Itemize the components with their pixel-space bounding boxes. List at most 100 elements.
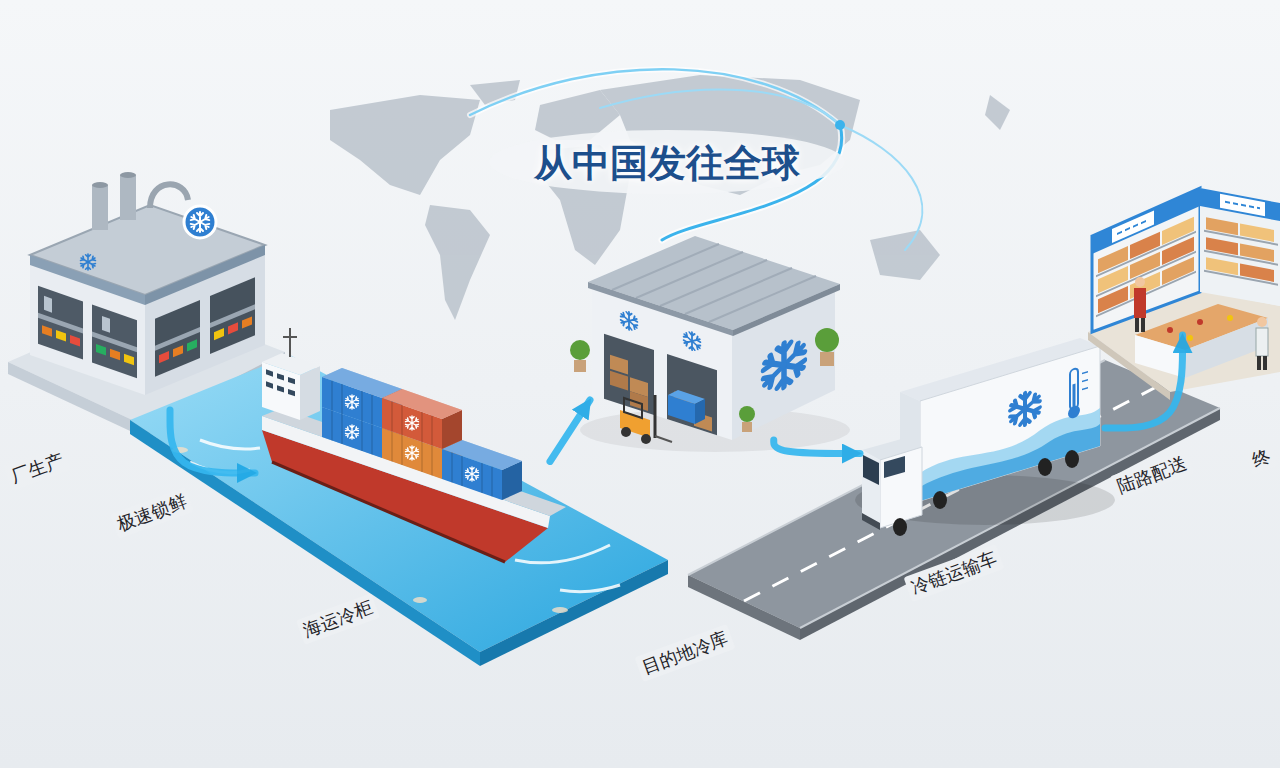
- cold-warehouse: [570, 236, 850, 452]
- retail-store: [1141, 318, 1145, 332]
- factory: [30, 255, 145, 381]
- factory: [190, 212, 210, 232]
- cold-warehouse: [570, 340, 590, 360]
- factory: [210, 304, 255, 328]
- reefer-truck: [1009, 388, 1042, 430]
- cargo-ship: [300, 366, 320, 420]
- factory: [187, 339, 197, 351]
- cold-warehouse: [621, 427, 631, 437]
- cold-warehouse: [620, 309, 638, 333]
- retail-store: [1135, 277, 1145, 287]
- reefer-truck: [863, 455, 879, 485]
- factory: [96, 344, 106, 355]
- cargo-ship: [266, 381, 273, 388]
- cold-warehouse: [683, 329, 701, 353]
- reefer-truck: [1065, 450, 1079, 468]
- cold-warehouse: [620, 410, 650, 438]
- route-arcs: [835, 120, 845, 130]
- reefer-truck: [1038, 458, 1052, 476]
- factory: [214, 328, 224, 340]
- cargo-ship: [289, 328, 291, 357]
- cargo-ship: [288, 389, 295, 396]
- retail-store: [1088, 188, 1280, 400]
- route-arcs: [470, 69, 840, 125]
- reefer-truck: [920, 361, 1100, 501]
- retail-store: [1257, 356, 1261, 370]
- cargo-ship: [266, 369, 295, 396]
- retail-store: [1227, 315, 1233, 321]
- cold-warehouse: [588, 236, 840, 330]
- factory: [42, 325, 52, 336]
- factory: [120, 172, 136, 178]
- retail-store: [1167, 327, 1173, 333]
- retail-store: [1092, 188, 1200, 332]
- stage-node: 厂生产极速锁鲜: [20, 180, 270, 410]
- stage-node: 目的地冷库: [590, 240, 835, 440]
- factory: [44, 296, 52, 313]
- cold-warehouse: [604, 334, 654, 415]
- factory: [184, 206, 216, 238]
- factory: [210, 277, 255, 354]
- retail-store: [1257, 317, 1267, 327]
- factory: [145, 245, 265, 381]
- reefer-truck: [862, 513, 880, 530]
- factory: [120, 175, 136, 220]
- world-map: [425, 205, 490, 320]
- route-arcs: [470, 69, 840, 125]
- retail-store: [1263, 356, 1267, 370]
- cold-warehouse: [762, 334, 807, 398]
- route-arcs: [600, 89, 840, 125]
- factory: [159, 351, 169, 363]
- retail-store: [1197, 319, 1203, 325]
- sea-water: [552, 607, 568, 613]
- reefer-truck: [1082, 372, 1088, 390]
- factory: [92, 305, 137, 379]
- cold-warehouse: [733, 284, 840, 336]
- factory: [30, 205, 265, 295]
- cold-warehouse: [762, 334, 807, 398]
- cold-warehouse: [588, 282, 733, 336]
- retail-store: [1185, 318, 1268, 378]
- cold-warehouse: [624, 398, 642, 418]
- cold-warehouse: [667, 354, 717, 435]
- flow-arrow: [550, 400, 590, 462]
- cold-warehouse: [739, 406, 755, 422]
- retail-store: [1200, 188, 1280, 306]
- cargo-ship: [382, 389, 462, 449]
- factory: [173, 345, 183, 357]
- flow-arrow: [1105, 335, 1183, 428]
- factory: [70, 335, 80, 346]
- stage-node: 冷链运输车陆路配送: [860, 360, 1105, 530]
- retail-store: [1220, 194, 1265, 216]
- factory: [92, 185, 108, 230]
- reefer-truck: [893, 518, 907, 536]
- factory: [155, 300, 200, 377]
- cargo-ship: [277, 385, 284, 392]
- retail-store: [1135, 335, 1185, 378]
- world-map: [330, 95, 480, 195]
- flow-arrow: [170, 410, 255, 473]
- retail-store: [1134, 288, 1146, 318]
- retail-store: [1200, 188, 1280, 221]
- title-glow: [489, 130, 845, 194]
- retail-store: [1204, 217, 1278, 285]
- cold-warehouse: [815, 328, 839, 352]
- cold-warehouse: [654, 395, 657, 438]
- flow-arrow: [774, 440, 860, 454]
- cargo-ship: [288, 377, 295, 384]
- cargo-ship: [262, 328, 566, 562]
- reefer-truck: [920, 423, 1100, 501]
- reefer-truck: [1070, 368, 1078, 410]
- cold-warehouse: [655, 436, 672, 442]
- factory: [228, 322, 238, 334]
- cold-warehouse: [695, 399, 705, 424]
- map-title: 从中国发往全球: [534, 138, 800, 189]
- road: [688, 575, 800, 640]
- retail-store: [1256, 328, 1268, 356]
- sea-water: [172, 447, 188, 453]
- factory: [102, 316, 110, 333]
- factory: [150, 184, 188, 208]
- route-arcs: [840, 125, 922, 250]
